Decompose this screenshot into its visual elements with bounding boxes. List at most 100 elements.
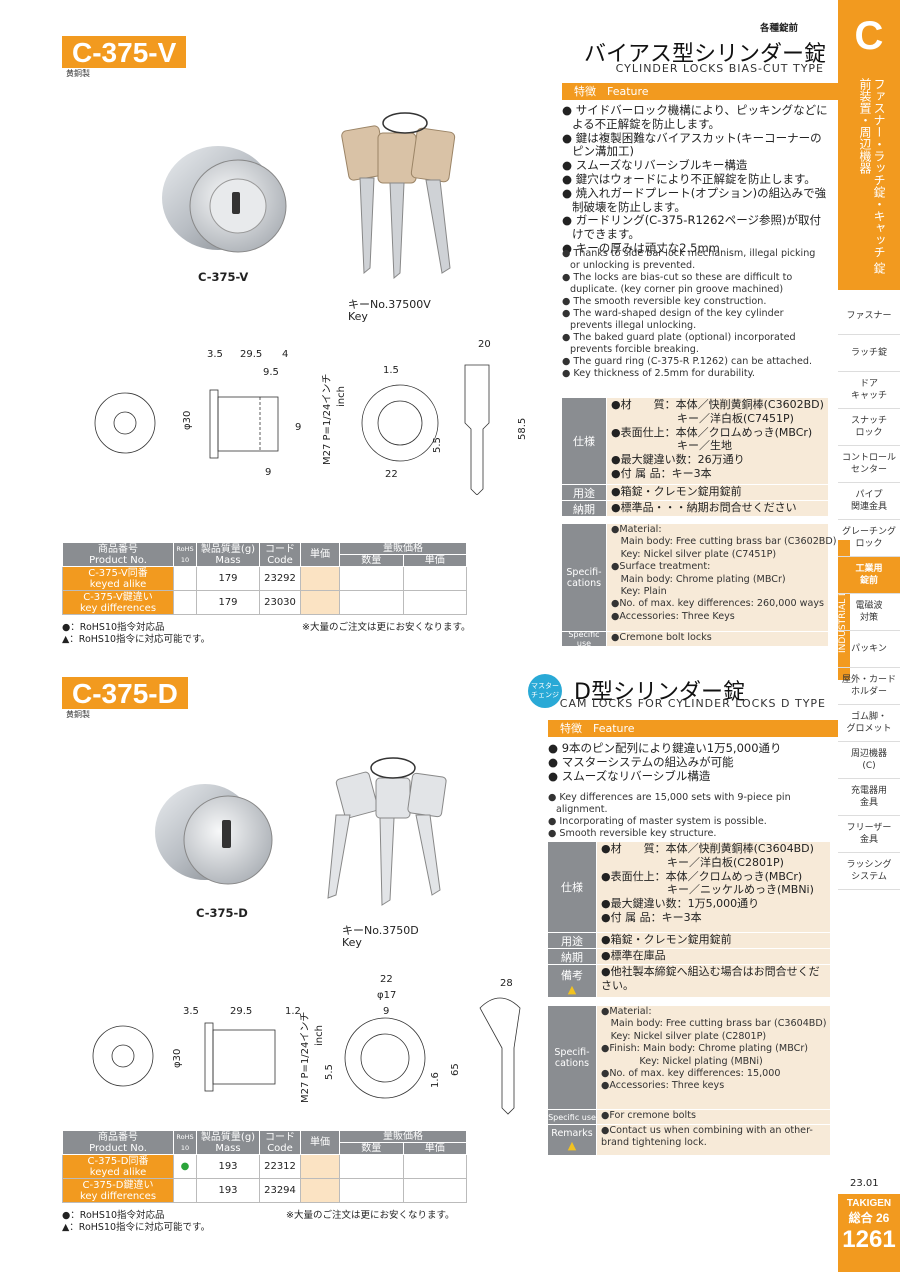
dim-v-e: 9 — [295, 422, 301, 433]
list-item: ● マスターシステムの組込みが可能 — [548, 754, 734, 769]
material-tag-d: 黄銅製 — [66, 710, 90, 719]
spec-line: ●Material: — [611, 524, 662, 535]
product-table-d: 商品番号 Product No. RoHS 10 製品質量(g) Mass コー… — [62, 1130, 467, 1203]
dim-v-a: 3.5 — [207, 349, 223, 360]
list-item: ● 9本のピン配列により鍵違い1万5,000通り — [548, 741, 782, 755]
list-item: ● キーの厚みは頑丈な2.5mm — [562, 240, 720, 255]
dim-d-c: 1.2 — [285, 1006, 301, 1017]
list-item: ● The guard ring (C-375-R P.1262) can be… — [562, 356, 813, 367]
dim-v-i: 22 — [385, 469, 398, 480]
side-tab-item[interactable]: ゴム脚・ グロメット — [838, 705, 900, 742]
use-ja-v: ●箱錠・クレモン錠用錠前 — [607, 485, 828, 500]
side-tab-item[interactable]: スナッチ ロック — [838, 409, 900, 446]
side-tab-item[interactable]: パイプ 関連金具 — [838, 483, 900, 520]
spec-line: ●最大鍵違い数：1万5,000通り — [601, 897, 760, 911]
spec-label-d: 仕様 — [548, 842, 596, 932]
spec-line: Key: Nickel silver plate (C7451P) — [611, 548, 777, 560]
spec-line: ●Accessories: Three keys — [601, 1080, 725, 1092]
side-tab-item[interactable]: コントロール センター — [838, 446, 900, 483]
spec-line: キー／ニッケルめっき(MBNi) — [601, 883, 814, 897]
spec-en-label-d: Specifi- cations — [548, 1006, 596, 1109]
spec-line: ●材 質：本体／快削黄銅棒(C3604BD) — [601, 842, 814, 855]
table-row: C-375-V鍵違い key differences 179 23030 — [62, 590, 467, 615]
use-ja-d: ●箱錠・クレモン錠用錠前 — [597, 933, 830, 948]
dim-d-d: 22 — [380, 974, 393, 985]
spec-ja-d: ●材 質：本体／快削黄銅棒(C3604BD) キー／洋白板(C2801P)●表面… — [597, 842, 830, 932]
delivery-label-d: 納期 — [548, 949, 596, 964]
warning-icon: ▲ — [567, 1139, 577, 1152]
use-en-label-v: Specific use — [562, 630, 606, 648]
spec-ja-v: ●材 質：本体／快削黄銅棒(C3602BD) キー／洋白板(C7451P)●表面… — [607, 398, 828, 484]
side-tab-item[interactable]: パッキン — [838, 631, 900, 668]
list-item: ● The baked guard plate (optional) incor… — [562, 332, 796, 355]
spec-line: ●表面仕上：本体／クロムめっき(MBCr) — [611, 425, 813, 439]
delivery-ja-v: ●標準品・・・納期お問合せください — [607, 501, 828, 516]
use-en-label-d: Specific use — [548, 1110, 596, 1124]
side-tab-item[interactable]: ファスナー — [838, 298, 900, 335]
side-tab-item[interactable]: フリーザー 金具 — [838, 816, 900, 853]
dim-d-dia: φ30 — [172, 1049, 183, 1068]
spec-line: ●付 属 品：キー3本 — [611, 466, 712, 480]
material-tag-v: 黄銅製 — [66, 69, 90, 78]
model-tag-v: C-375-V — [62, 36, 187, 68]
spec-line: ●材 質：本体／快削黄銅棒(C3602BD) — [611, 398, 824, 411]
dim-v-dia: φ30 — [182, 411, 193, 430]
spec-line: キー／洋白板(C7451P) — [611, 411, 794, 425]
spec-line: キー／洋白板(C2801P) — [601, 855, 784, 869]
side-vertical-title: ファスナー・ラッチ錠・キャッチ 錠前装置・周辺機器 — [838, 72, 900, 290]
side-tab-item[interactable]: 工業用 錠前 — [838, 557, 900, 594]
use-label-v: 用途 — [562, 485, 606, 500]
photo-label-d: C-375-D — [196, 906, 248, 920]
list-item: ● 焼入れガードプレート(オプション)の組込みで強制破壊を防止します。 — [562, 185, 827, 214]
side-tab-item[interactable]: グレーチング ロック — [838, 520, 900, 557]
master-change-badge: マスター チェンジ — [528, 674, 562, 708]
title-ja-v: バイアス型シリンダー錠 — [583, 42, 826, 67]
dim-v-f: 9 — [265, 467, 271, 478]
side-tab-item[interactable]: ドア キャッチ — [838, 372, 900, 409]
spec-en-label-v: Specifi- cations — [562, 524, 606, 631]
feature-bar-d: 特徴 Feature — [548, 720, 838, 737]
list-item: ● Incorporating of master system is poss… — [548, 816, 767, 827]
spec-line: ●Surface treatment: — [611, 561, 711, 573]
remark-ja-d: ●他社製本締錠へ組込む場合はお問合せください。 — [597, 965, 830, 997]
side-tab-item[interactable]: ラッシング システム — [838, 853, 900, 890]
dim-v-thread: M27 P=1/24インチ — [321, 374, 333, 465]
spec-line: ●No. of max. key differences: 260,000 wa… — [611, 598, 825, 610]
list-item: ● 鍵穴はウォードにより不正解錠を防止します。 — [562, 171, 816, 186]
rohs-note-d: ●：RoHS10指令対応品▲：RoHS10指令に対応可能です。 — [62, 1210, 211, 1233]
catalog-label: 総合 26 — [848, 1211, 890, 1225]
spec-line: ●No. of max. key differences: 15,000 — [601, 1068, 781, 1080]
dim-d-thread2: inch — [314, 1025, 325, 1046]
side-tab-item[interactable]: 充電器用 金具 — [838, 779, 900, 816]
dim-d-e: φ17 — [377, 990, 396, 1001]
rohs-note-v: ●：RoHS10指令対応品▲：RoHS10指令に対応可能です。 — [62, 622, 211, 645]
dim-v-j: 20 — [478, 339, 491, 350]
spec-line: ●表面仕上：本体／クロムめっき(MBCr) — [601, 869, 803, 883]
spec-line: Key: Nickel silver plate (C2801P) — [601, 1030, 767, 1042]
remark-label-d: 備考▲ — [548, 965, 596, 997]
key-label-en-v: Key — [348, 310, 368, 323]
spec-line: Key: Nickel plating (MBNi) — [601, 1055, 763, 1067]
spec-line: ●Accessories: Three Keys — [611, 610, 735, 622]
dim-v-k: 58.5 — [517, 418, 528, 440]
side-tab-item[interactable]: 電磁波 対策 — [838, 594, 900, 631]
feature-bar-v: 特徴 Feature — [562, 83, 838, 100]
key-label-d: キーNo.3750D — [342, 924, 419, 937]
side-tab-item[interactable]: ラッチ錠 — [838, 335, 900, 372]
revision-date: 23.01 — [850, 1178, 879, 1189]
side-tab-item[interactable]: 屋外・カード ホルダー — [838, 668, 900, 705]
list-item: ● Thanks to side bar lock mechanism, ill… — [562, 248, 816, 271]
spec-line: ●最大鍵違い数：26万通り — [611, 453, 745, 467]
features-en-v: ● Thanks to side bar lock mechanism, ill… — [562, 248, 828, 380]
page-number: 1261 — [842, 1226, 896, 1253]
list-item: ● スムーズなリバーシブルキー構造 — [562, 158, 748, 173]
spec-label-v: 仕様 — [562, 398, 606, 484]
features-ja-d: ● 9本のピン配列により鍵違い1万5,000通り● マスターシステムの組込みが可… — [548, 741, 828, 783]
side-tab-item[interactable]: 周辺機器 (C) — [838, 742, 900, 779]
dim-d-thread: M27 P=1/24インチ — [299, 1012, 311, 1103]
dim-d-f: 9 — [383, 1006, 389, 1017]
list-item: ● ガードリング(C-375-R1262ページ参照)が取付けできます。 — [562, 213, 821, 242]
dimension-drawing-d: 3.5 29.5 1.2 φ30 M27 P=1/24インチ inch 22 φ… — [92, 974, 521, 1115]
dim-v-b: 29.5 — [240, 349, 262, 360]
title-ja-d: D型シリンダー錠 — [574, 680, 745, 705]
